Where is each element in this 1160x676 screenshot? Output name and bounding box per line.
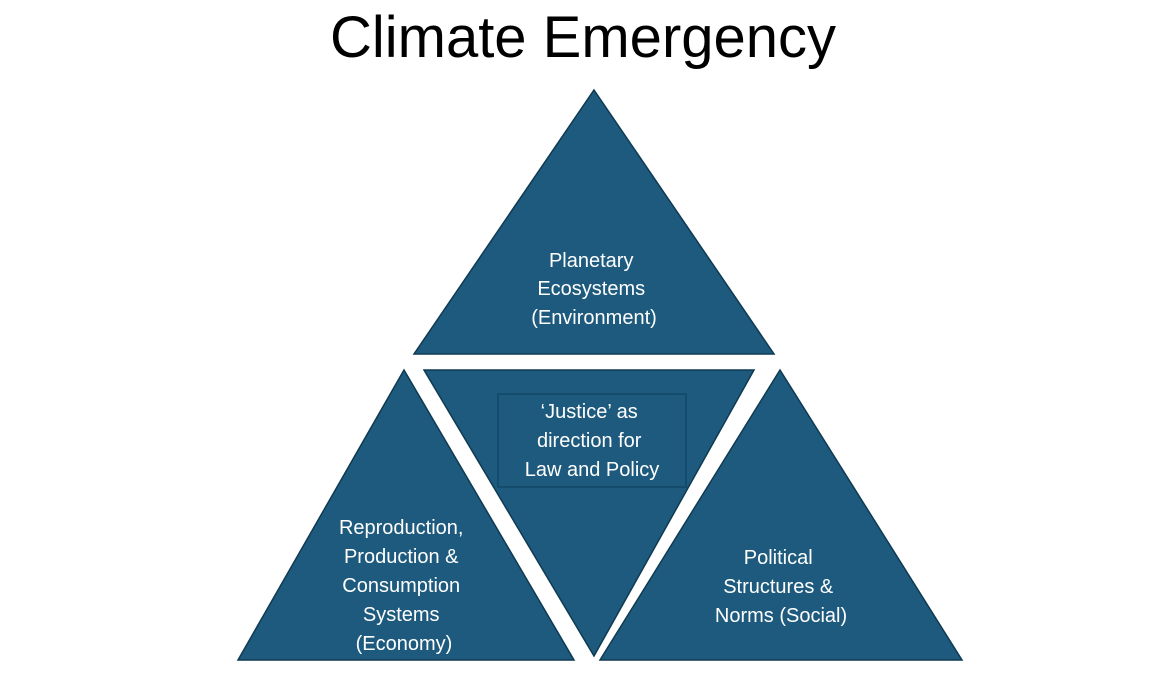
environment-label-line: (Environment) [531,307,657,329]
economy-label: Reproduction, Production & Consumption S… [339,517,469,655]
justice-triangle: ‘Justice’ as direction for Law and Polic… [422,369,756,658]
economy-triangle-shape [236,368,576,661]
social-label: Political Structures & Norms (Social) [715,547,847,627]
social-label-line: Norms (Social) [715,605,847,627]
environment-triangle: Planetary Ecosystems (Environment) [412,88,776,355]
justice-label: ‘Justice’ as direction for Law and Polic… [525,401,660,481]
environment-label-line: Ecosystems [537,278,645,300]
social-triangle: Political Structures & Norms (Social) [598,368,964,661]
economy-label-line: Reproduction, [339,517,464,539]
justice-triangle-shape [422,369,756,658]
economy-triangle: Reproduction, Production & Consumption S… [236,368,576,661]
environment-triangle-shape [412,88,776,355]
economy-label-line: (Economy) [356,633,453,655]
diagram-title: Climate Emergency [330,5,836,70]
environment-label-line: Planetary [549,250,634,272]
social-label-line: Structures & [723,576,834,598]
justice-label-line: ‘Justice’ as [541,401,638,423]
social-triangle-shape [598,368,964,661]
social-label-line: Political [744,547,813,569]
justice-label-line: direction for [537,430,642,452]
economy-label-line: Systems [363,604,440,626]
justice-label-line: Law and Policy [525,459,660,481]
environment-label: Planetary Ecosystems (Environment) [531,250,657,329]
economy-label-line: Production & [344,546,459,568]
justice-text-box [497,393,687,488]
economy-label-line: Consumption [342,575,460,597]
